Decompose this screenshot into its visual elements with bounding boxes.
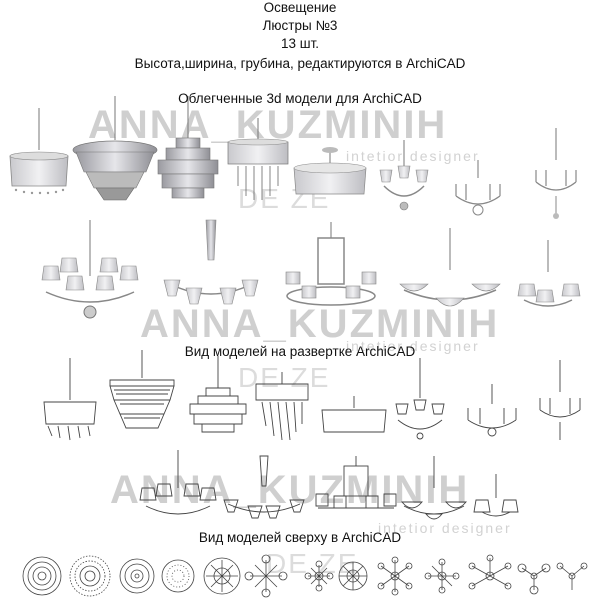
elevation-tier-rings (189, 356, 247, 433)
plan-tier-rings (119, 558, 155, 594)
plan-flush-drum (203, 557, 241, 595)
render-drum-shade-chandelier (9, 108, 69, 195)
elevation-crystal-tiers (109, 350, 175, 429)
elevation-six-shade (139, 450, 217, 515)
plan-arm-glass (244, 554, 288, 598)
elevation-arm-glass (395, 358, 445, 440)
render-flush-drum-chandelier (293, 147, 367, 195)
render-lantern-ring-chandelier (285, 222, 377, 306)
elevation-section-title: Вид моделей на развертке ArchiCAD (184, 344, 416, 359)
item-count: 13 шт. (280, 36, 320, 51)
elevation-flush-drum (321, 396, 387, 433)
render-tiered-ring-chandelier (157, 96, 219, 199)
render-six-shade-chandelier (41, 220, 139, 319)
render-stem-glass-chandelier (163, 219, 259, 305)
collection-title: Люстры №3 (262, 18, 338, 33)
render-swing-arm-chandelier (517, 240, 581, 307)
plan-swing-arm (556, 562, 588, 590)
plan-stem-glass (424, 558, 460, 594)
elevation-stem-glass (223, 455, 305, 519)
plan-candle-arm (304, 560, 334, 592)
elevation-drum-crystal (255, 372, 309, 441)
render-arm-glass-chandelier (379, 140, 429, 211)
render-candle-arm-chandelier (455, 160, 501, 216)
catalog-category: Освещение (263, 0, 337, 15)
plan-lantern-ring (468, 554, 512, 590)
render-section-title: Облегченные 3d модели для ArchiCAD (178, 91, 422, 106)
elevation-lantern-ring (315, 456, 397, 509)
plan-crystal-tiers (69, 555, 111, 597)
render-bowl-arm-chandelier (399, 228, 501, 307)
plan-drum-crystal (161, 559, 195, 593)
plan-six-shade (377, 556, 413, 596)
elevation-candle-arm (467, 384, 517, 437)
render-crystal-tier-chandelier (72, 96, 158, 201)
plan-drum-shade (22, 556, 62, 596)
editable-dimensions-note: Высота,ширина, грубина, редактируются в … (134, 56, 466, 71)
plan-crystal-candle (338, 561, 368, 591)
plan-bowl-arm (517, 563, 551, 595)
elevation-crystal-candle (539, 360, 581, 440)
elevation-bowl-arm (401, 456, 467, 520)
elevation-drum-shade (43, 358, 97, 441)
elevation-swing-arm (473, 474, 519, 517)
plan-section-title: Вид моделей сверху в ArchiCAD (198, 530, 402, 545)
render-crystal-candle-chandelier (535, 128, 577, 219)
render-drum-crystal-chandelier (227, 118, 289, 200)
